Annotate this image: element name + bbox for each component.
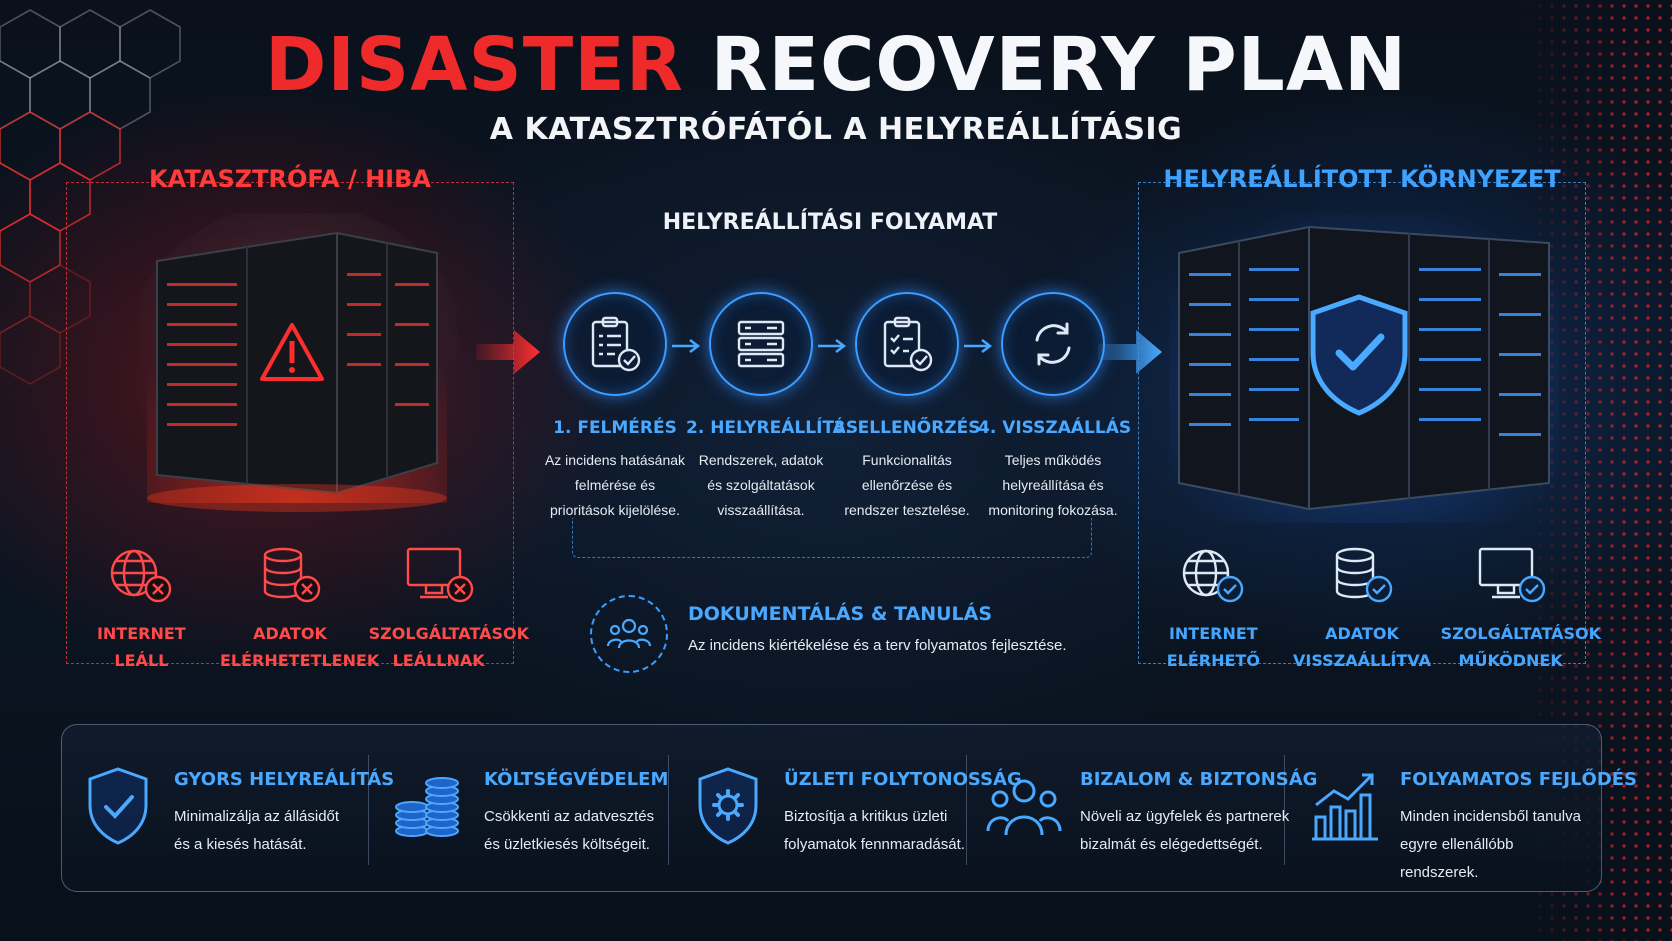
disaster-panel-title: KATASZTRÓFA / HIBA xyxy=(149,165,431,193)
warning-icon xyxy=(260,323,324,381)
status-label-2: ELÉRHETETLENEK xyxy=(219,651,380,670)
status-data-unavailable: ADATOK ELÉRHETETLENEK xyxy=(219,545,380,674)
status-services-running: SZOLGÁLTATÁSOK MŰKÖDNEK xyxy=(1440,545,1602,674)
red-arrow-icon xyxy=(476,330,540,374)
process-step-4: 4. VISSZAÁLLÁS Teljes működés helyreállí… xyxy=(978,292,1132,523)
step-title: 1. FELMÉRÉS xyxy=(553,418,677,438)
page-title: DISASTER RECOVERY PLAN xyxy=(0,22,1672,108)
benefit-continuous-improvement: FOLYAMATOS FEJLŐDÉS Minden incidensből t… xyxy=(1288,725,1637,893)
benefits-bar: GYORS HELYREÁLÍTÁS Minimalizálja az állá… xyxy=(61,724,1637,893)
status-label-1: ADATOK xyxy=(253,624,327,643)
process-title: HELYREÁLLÍTÁSI FOLYAMAT xyxy=(662,210,998,235)
process-step-3: 3. ELLENŐRZÉS Funkcionalitás ellenőrzése… xyxy=(832,292,982,523)
database-x-icon xyxy=(263,547,321,603)
server-rack-shield-icon xyxy=(1169,213,1559,523)
documentation-title: DOKUMENTÁLÁS & TANULÁS xyxy=(688,603,993,625)
step-description: Funkcionalitás ellenőrzése és rendszer t… xyxy=(844,452,970,518)
status-label-1: ADATOK xyxy=(1325,624,1399,643)
page-subtitle: A KATASZTRÓFÁTÓL A HELYREÁLLÍTÁSIG xyxy=(489,112,1183,147)
step-circle xyxy=(1001,292,1105,396)
blue-arrow-icon xyxy=(1098,330,1162,374)
benefit-title: BIZALOM & BIZTONSÁG xyxy=(1080,769,1318,790)
benefit-trust-security: BIZALOM & BIZTONSÁG Növeli az ügyfelek é… xyxy=(968,725,1317,893)
benefit-description: Növeli az ügyfelek és partnerek bizalmát… xyxy=(1080,808,1290,853)
benefit-cost-protection: KÖLTSÉGVÉDELEM Csökkenti az adatvesztés … xyxy=(372,725,672,893)
monitor-x-icon xyxy=(406,547,473,603)
shield-check-icon xyxy=(1310,294,1408,416)
step-arrow-icon xyxy=(818,339,847,353)
people-icon xyxy=(986,779,1062,836)
status-data-restored: ADATOK VISSZAÁLLÍTVA xyxy=(1292,545,1432,674)
status-internet-down: INTERNET LEÁLL xyxy=(71,545,211,674)
benefit-divider xyxy=(368,755,369,865)
growth-chart-icon xyxy=(1312,773,1378,841)
process-step-2: 2. HELYREÁLLÍTÁS Rendszerek, adatok és s… xyxy=(686,292,859,523)
shield-gear-icon xyxy=(698,767,758,845)
benefit-divider xyxy=(966,755,967,865)
server-icon xyxy=(737,320,785,368)
hexagon-pattern xyxy=(0,9,181,385)
benefit-title: GYORS HELYREÁLÍTÁS xyxy=(174,769,395,790)
benefit-divider xyxy=(1284,755,1285,865)
status-label-1: SZOLGÁLTATÁSOK xyxy=(1440,624,1602,643)
step-circle xyxy=(709,292,813,396)
team-icon xyxy=(606,618,652,649)
status-internet-available: INTERNET ELÉRHETŐ xyxy=(1143,545,1283,674)
benefit-title: FOLYAMATOS FEJLŐDÉS xyxy=(1400,769,1638,790)
benefit-title: KÖLTSÉGVÉDELEM xyxy=(484,769,669,790)
coins-icon xyxy=(395,777,459,837)
title-disaster: DISASTER xyxy=(264,22,684,108)
monitor-check-icon xyxy=(1478,547,1545,603)
status-label-1: INTERNET xyxy=(1168,624,1258,643)
benefit-description: Csökkenti az adatvesztés és üzletkiesés … xyxy=(484,808,655,853)
step-title: 3. ELLENŐRZÉS xyxy=(833,418,981,438)
process-step-1: 1. FELMÉRÉS Az incidens hatásának felmér… xyxy=(540,292,690,523)
benefit-divider xyxy=(668,755,669,865)
status-label-2: LEÁLLNAK xyxy=(392,651,485,670)
benefit-description: Biztosítja a kritikus üzleti folyamatok … xyxy=(784,808,965,853)
refresh-icon xyxy=(1035,322,1071,366)
disaster-panel: KATASZTRÓFA / HIBA xyxy=(66,165,529,670)
database-check-icon xyxy=(1335,547,1393,603)
shield-check-icon xyxy=(88,767,148,845)
step-description: Az incidens hatásának felmérése és prior… xyxy=(544,452,686,518)
benefit-description: Minden incidensből tanulva egyre ellenál… xyxy=(1400,808,1581,881)
process-bracket xyxy=(572,518,1092,558)
disaster-status-row: INTERNET LEÁLL ADATOK ELÉRHETETLENEK xyxy=(67,545,530,674)
step-description: Teljes működés helyreállítása és monitor… xyxy=(988,452,1118,518)
benefit-title: ÜZLETI FOLYTONOSSÁG xyxy=(784,769,1022,790)
step-arrow-icon xyxy=(964,339,993,353)
title-recovery-plan: RECOVERY PLAN xyxy=(710,22,1408,108)
documentation-description: Az incidens kiértékelése és a terv folya… xyxy=(688,637,1067,654)
status-services-down: SZOLGÁLTATÁSOK LEÁLLNAK xyxy=(368,545,530,674)
status-label-2: ELÉRHETŐ xyxy=(1166,651,1260,670)
recovered-panel-title: HELYREÁLLÍTOTT KÖRNYEZET xyxy=(1163,165,1561,193)
step-arrow-icon xyxy=(672,339,701,353)
clipboard-check-icon xyxy=(591,316,641,372)
checklist-icon xyxy=(883,316,933,372)
step-description: Rendszerek, adatok és szolgáltatások vis… xyxy=(698,452,824,518)
status-label-1: INTERNET xyxy=(96,624,186,643)
step-title: 2. HELYREÁLLÍTÁS xyxy=(686,418,859,438)
benefit-description: Minimalizálja az állásidőt és a kiesés h… xyxy=(174,808,340,853)
status-label-1: SZOLGÁLTATÁSOK xyxy=(368,624,530,643)
damaged-server-rack-icon xyxy=(137,213,457,512)
step-circle xyxy=(855,292,959,396)
documentation-circle xyxy=(590,595,668,673)
globe-check-icon xyxy=(1183,549,1244,603)
status-label-2: MŰKÖDNEK xyxy=(1458,651,1563,670)
benefit-fast-recovery: GYORS HELYREÁLÍTÁS Minimalizálja az állá… xyxy=(62,725,394,893)
recovered-status-row: INTERNET ELÉRHETŐ ADATOK VISSZAÁLLÍTVA xyxy=(1139,545,1602,674)
globe-x-icon xyxy=(111,549,172,603)
benefit-business-continuity: ÜZLETI FOLYTONOSSÁG Biztosítja a kritiku… xyxy=(672,725,1022,893)
status-label-2: VISSZAÁLLÍTVA xyxy=(1293,651,1431,670)
status-label-2: LEÁLL xyxy=(114,651,169,670)
step-title: 4. VISSZAÁLLÁS xyxy=(978,418,1132,438)
recovered-panel: HELYREÁLLÍTOTT KÖRNYEZET xyxy=(1138,165,1601,670)
step-circle xyxy=(563,292,667,396)
